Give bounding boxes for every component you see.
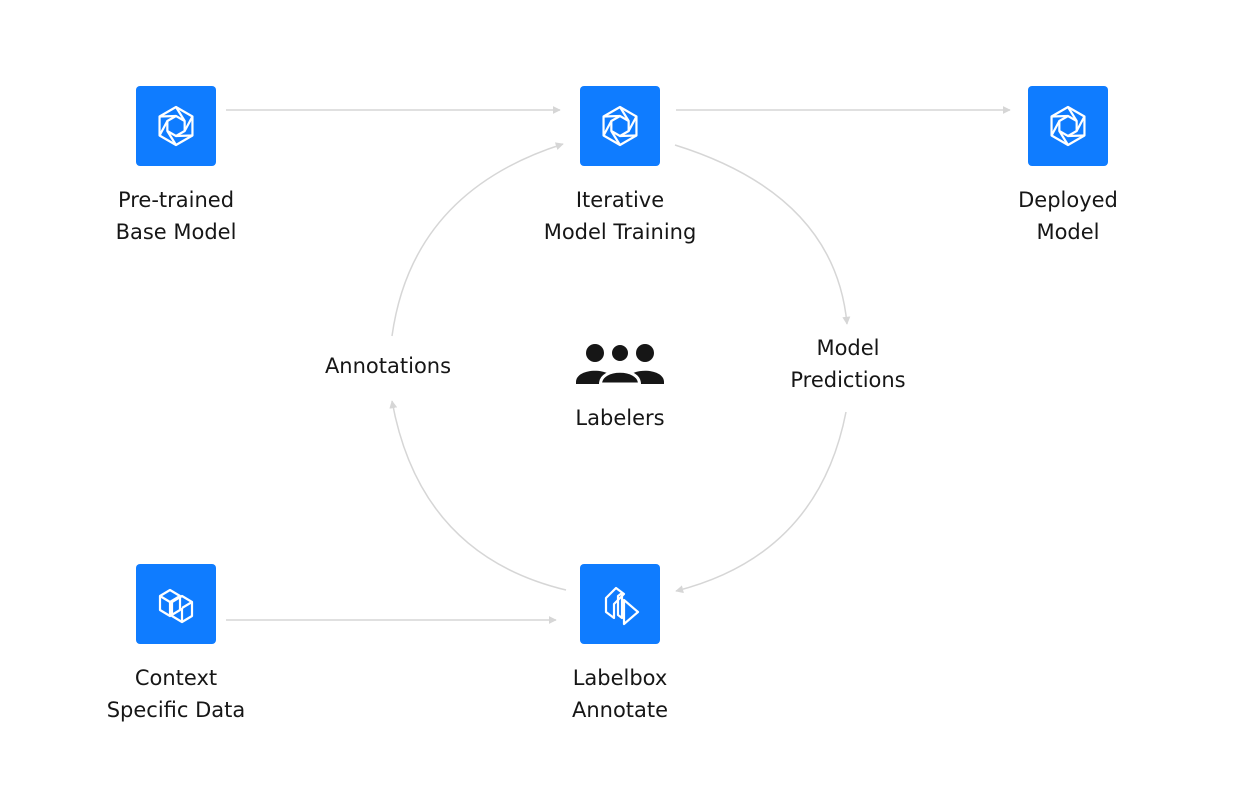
node-context-label: Context Specific Data (76, 662, 276, 726)
arc-predictions-to-annotate (675, 411, 847, 594)
node-pretrained-label: Pre-trained Base Model (76, 184, 276, 248)
node-annotate-line2: Annotate (571, 698, 669, 722)
node-deployed-label: Deployed Model (988, 184, 1148, 248)
node-deployed-line2: Model (1036, 220, 1100, 244)
node-annotate-line1: Labelbox (572, 666, 668, 690)
aperture-hexagon-icon (1050, 105, 1086, 147)
node-iterative-box (580, 86, 660, 166)
model-predictions-line1: Model (816, 336, 880, 360)
labelbox-annotate-icon (604, 586, 640, 626)
node-context-line2: Specific Data (106, 698, 246, 722)
arc-iterative-to-predictions (674, 144, 851, 325)
aperture-hexagon-icon (602, 105, 638, 147)
aperture-hexagon-icon (158, 105, 194, 147)
node-pretrained-line1: Pre-trained (117, 188, 235, 212)
people-group-icon (576, 342, 664, 386)
annotations-text: Annotations (324, 354, 452, 378)
node-annotate-box (580, 564, 660, 644)
node-context-line1: Context (134, 666, 218, 690)
node-deployed-box (1028, 86, 1108, 166)
model-predictions-line2: Predictions (790, 368, 906, 392)
node-iterative-line1: Iterative (575, 188, 665, 212)
node-pretrained-line2: Base Model (115, 220, 237, 244)
node-pretrained-box (136, 86, 216, 166)
annotations-label: Annotations (298, 350, 478, 382)
labelbox-cube-icon (158, 588, 194, 624)
model-predictions-label: Model Predictions (758, 332, 938, 396)
node-deployed-line1: Deployed (1018, 188, 1118, 212)
node-annotate-label: Labelbox Annotate (520, 662, 720, 726)
node-iterative-label: Iterative Model Training (505, 184, 735, 248)
arc-annotate-to-annotations (389, 400, 567, 591)
labelers-label: Labelers (540, 402, 700, 434)
node-iterative-line2: Model Training (543, 220, 697, 244)
arc-annotations-to-iterative (391, 142, 564, 337)
node-context-box (136, 564, 216, 644)
labelers-text: Labelers (575, 406, 665, 430)
